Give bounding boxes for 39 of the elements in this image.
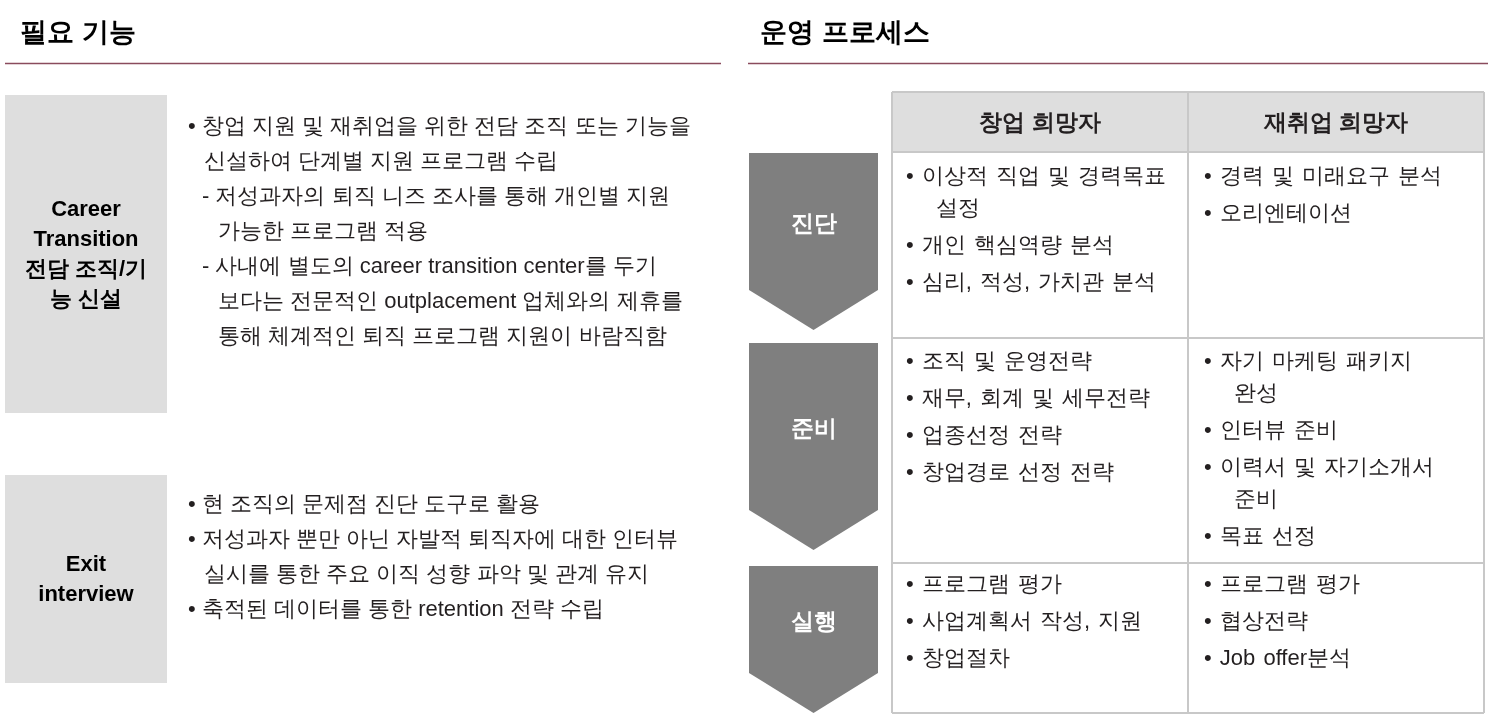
bullet-text: • 창업경로 선정 전략 (906, 458, 1115, 486)
category-box (5, 475, 167, 683)
step-label: 실행 (789, 606, 838, 636)
bullet-text: • 자기 마케팅 패키지 완성 (1204, 347, 1414, 407)
bullet-text: • 목표 선정 (1204, 522, 1316, 550)
section-heading: 필요 기능 (20, 16, 136, 49)
section-heading: 운영 프로세스 (760, 16, 930, 49)
chevron-step (749, 153, 878, 330)
column-header: 창업 희망자 (893, 93, 1187, 151)
bullet-text: • 오리엔테이션 (1204, 199, 1353, 227)
bullet-text: • 업종선정 전략 (906, 421, 1062, 449)
bullet-text: - 저성과자의 퇴직 니즈 조사를 통해 개인별 지원 가능한 프로그램 적용 (201, 182, 672, 245)
step-label: 진단 (789, 208, 838, 238)
category-box (5, 95, 167, 413)
bullet-text: • 창업 지원 및 재취업을 위한 전담 조직 또는 기능을 신설하여 단계별 지원 프로그램 수립 (188, 112, 692, 175)
bullet-text: • 창업절차 (906, 644, 1011, 672)
bullet-text: • 저성과자 뿐만 아닌 자발적 퇴직자에 대한 인터뷰 실시를 통한 주요 이직 성향 파악 및 관계 유지 (188, 525, 680, 588)
bullet-text: • 프로그램 평가 (906, 570, 1062, 598)
bullet-text: • 개인 핵심역량 분석 (906, 231, 1115, 259)
category-title: Career Transition 전담 조직/기능 신설 (23, 195, 149, 313)
chevron-step (749, 566, 878, 713)
bullet-text: • 인터뷰 준비 (1204, 416, 1338, 444)
bullet-text: • Job offer분석 (1204, 644, 1352, 672)
bullet-text: • 협상전략 (1204, 607, 1309, 635)
bullet-text: • 심리, 적성, 가치관 분석 (906, 268, 1157, 296)
bullet-text: • 경력 및 미래요구 분석 (1204, 162, 1443, 190)
bullet-text: • 이상적 직업 및 경력목표 설정 (906, 162, 1168, 222)
category-title: Exit interview (37, 550, 135, 608)
bullet-text: • 축적된 데이터를 통한 retention 전략 수립 (188, 595, 604, 623)
bullet-text: • 이력서 및 자기소개서 준비 (1204, 453, 1436, 513)
step-label: 준비 (789, 413, 838, 443)
bullet-text: • 사업계획서 작성, 지원 (906, 607, 1143, 635)
column-header: 재취업 희망자 (1189, 93, 1483, 151)
bullet-text: • 조직 및 운영전략 (906, 347, 1093, 375)
bullet-text: • 프로그램 평가 (1204, 570, 1360, 598)
bullet-text: • 재무, 회계 및 세무전략 (906, 384, 1151, 412)
bullet-text: • 현 조직의 문제점 진단 도구로 활용 (188, 490, 541, 518)
bullet-text: - 사내에 별도의 career transition center를 두기 보다는 전문적인 outplacement 업체와의 제휴를 통해 체계적인 퇴직 프로그램 지원이 바람직함 (201, 252, 684, 350)
chevron-step (749, 343, 878, 550)
